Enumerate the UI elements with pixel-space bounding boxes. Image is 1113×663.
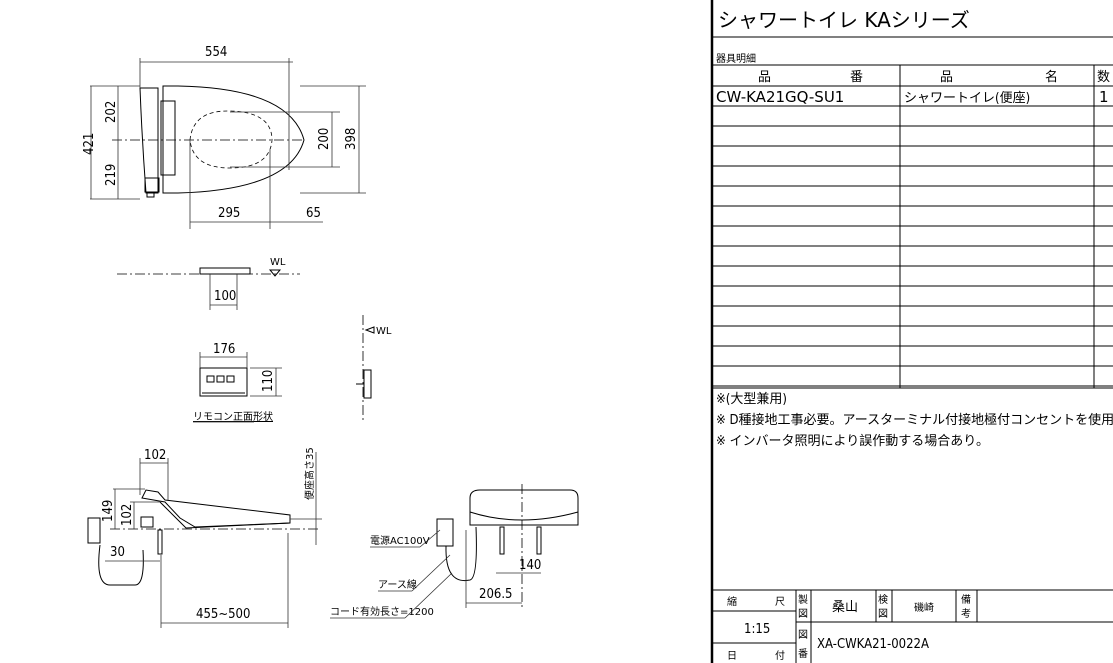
- dim-176: 176: [213, 342, 235, 357]
- dim-206-5: 206.5: [479, 587, 512, 602]
- cord-label: コード有効長さ=1200: [330, 605, 434, 618]
- dim-295: 295: [218, 206, 240, 221]
- col-name-b: 名: [1045, 69, 1058, 85]
- note-3: ※ インバータ照明により誤作動する場合あり。: [716, 433, 989, 449]
- plan-rear-unit: [139, 87, 159, 194]
- note-1: ※(大型兼用): [716, 392, 787, 407]
- dim-140: 140: [519, 558, 541, 573]
- row-part-no: CW-KA21GQ-SU1: [716, 88, 844, 106]
- wall-wl-label: WL: [376, 326, 392, 337]
- dim-554: 554: [205, 45, 227, 60]
- dim-149: 149: [101, 500, 116, 522]
- drawn-by: 桑山: [832, 600, 858, 615]
- earth-label: アース線: [378, 578, 417, 591]
- remarks-label-b: 考: [961, 608, 971, 620]
- drawing-no: XA-CWKA21-0022A: [817, 637, 929, 652]
- title-block: シャワートイレ KAシリーズ 器具明細 品 番 品 名 数 CW-KA21GQ-…: [710, 0, 1113, 663]
- section-label: 器具明細: [716, 52, 756, 65]
- dim-219: 219: [104, 164, 119, 186]
- remarks-label-a: 備: [961, 593, 971, 606]
- plan-opening: [189, 110, 273, 169]
- scale-label-b: 尺: [775, 596, 785, 608]
- plan-lid-hinge: [160, 100, 176, 176]
- drawn-label-a: 製: [798, 593, 808, 606]
- row-name: シャワートイレ(便座): [904, 91, 1030, 106]
- col-part-no-a: 品: [758, 70, 771, 85]
- checked-label-a: 検: [878, 593, 888, 606]
- remote-front-view: 176 110 リモコン正面形状: [193, 342, 282, 423]
- dim-30: 30: [110, 545, 125, 560]
- drawing-no-label-a: 図: [798, 629, 808, 641]
- remote-caption: リモコン正面形状: [193, 410, 273, 423]
- checked-label-b: 図: [878, 608, 888, 620]
- drawing-no-label-b: 番: [798, 648, 808, 660]
- dim-102-top: 102: [144, 448, 166, 463]
- col-qty: 数: [1097, 70, 1110, 85]
- seat-height-label: 便座高さ35: [303, 447, 316, 500]
- date-label-a: 日: [727, 651, 737, 662]
- dim-102-side: 102: [120, 504, 135, 526]
- checked-by: 磯崎: [914, 601, 934, 614]
- scale-value: 1:15: [744, 622, 770, 637]
- remote-wall-view: WL: [356, 315, 392, 420]
- dim-200: 200: [317, 128, 332, 150]
- side-view: 102 149 102 30 455~500 便座高さ35: [87, 447, 322, 628]
- remote-body: [199, 367, 248, 397]
- dim-110: 110: [261, 370, 276, 392]
- dim-202: 202: [104, 101, 119, 123]
- dim-455-500: 455~500: [196, 607, 250, 622]
- rear-view: 140 206.5 電源AC100V アース線 コード有効長さ=1200: [330, 484, 579, 619]
- dim-421: 421: [82, 133, 97, 155]
- drawn-label-b: 図: [798, 608, 808, 620]
- power-label: 電源AC100V: [370, 534, 430, 547]
- date-label-b: 付: [775, 649, 785, 662]
- remote-top-view: 100 WL: [117, 257, 300, 310]
- col-name-a: 品: [940, 70, 953, 85]
- note-2: ※ D種接地工事必要。アースターミナル付接地極付コンセントを使用のこと。: [716, 412, 1113, 428]
- col-part-no-b: 番: [850, 70, 863, 85]
- plan-view: 554 421 202 219 200 398 295 65: [82, 45, 366, 229]
- dim-65: 65: [306, 206, 321, 221]
- outlet: [436, 518, 454, 547]
- rear-seat-body: [469, 489, 579, 526]
- sheet-title: シャワートイレ KAシリーズ: [718, 8, 970, 32]
- plan-seat-outline: [162, 85, 305, 194]
- dim-100: 100: [214, 289, 236, 304]
- dim-398: 398: [344, 128, 359, 150]
- scale-label-a: 縮: [727, 595, 737, 608]
- wl-label: WL: [270, 257, 286, 268]
- side-seat: [141, 489, 291, 528]
- row-qty: 1: [1099, 88, 1109, 106]
